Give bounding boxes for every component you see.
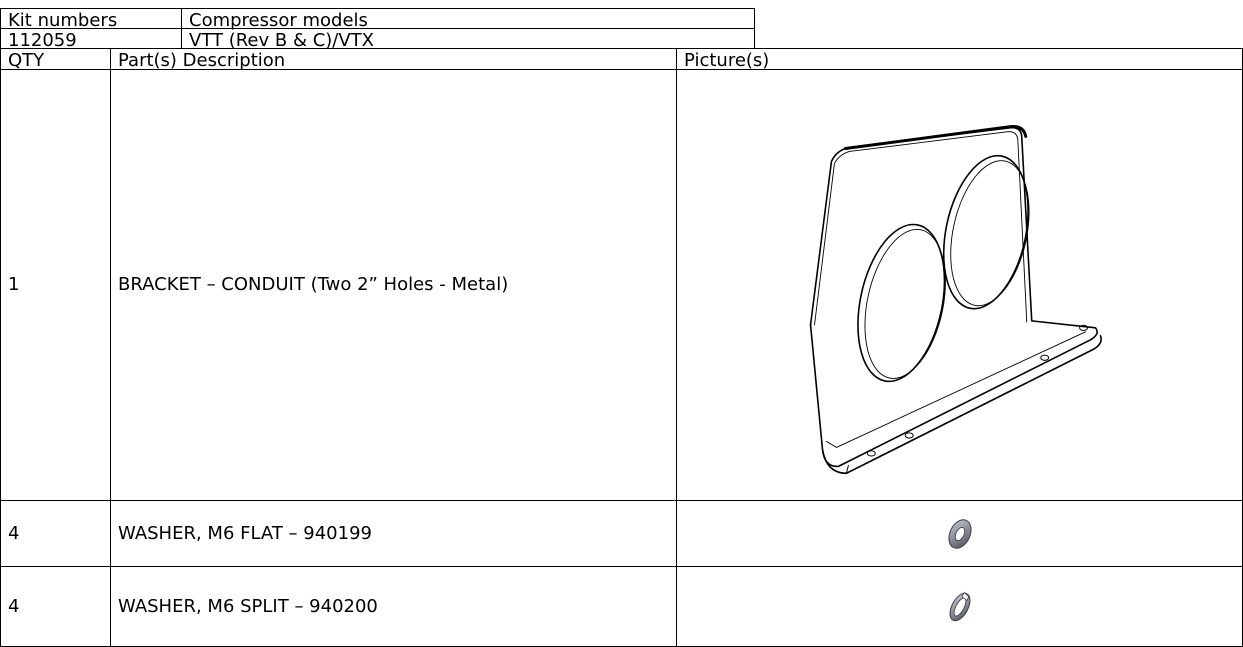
description-value: WASHER, M6 FLAT – 940199 (118, 522, 372, 544)
table-row-description: BRACKET – CONDUIT (Two 2” Holes - Metal) (110, 69, 677, 501)
conduit-bracket-drawing (809, 125, 1102, 475)
kit-numbers-header: Kit numbers (0, 8, 182, 31)
table-row-description: WASHER, M6 SPLIT – 940200 (110, 566, 677, 647)
compressor-model-value: VTT (Rev B & C)/VTX (181, 28, 755, 51)
table-row-description: WASHER, M6 FLAT – 940199 (110, 500, 677, 567)
qty-header-label: QTY (8, 50, 45, 71)
table-row-qty: 4 (0, 500, 111, 567)
compressor-model-text: VTT (Rev B & C)/VTX (189, 30, 375, 51)
table-row-picture (676, 69, 1243, 501)
description-header-label: Part(s) Description (118, 50, 286, 71)
description-value: BRACKET – CONDUIT (Two 2” Holes - Metal) (118, 274, 509, 295)
pictures-header-label: Picture(s) (684, 50, 770, 71)
table-row-qty: 1 (0, 69, 111, 501)
qty-header: QTY (0, 48, 111, 70)
compressor-models-header: Compressor models (181, 8, 755, 31)
pictures-header: Picture(s) (676, 48, 1243, 70)
kit-number-text: 112059 (8, 30, 77, 51)
qty-value: 4 (8, 595, 20, 617)
table-row-picture (676, 500, 1243, 567)
qty-value: 1 (8, 274, 20, 295)
description-header: Part(s) Description (110, 48, 677, 70)
table-row-qty: 4 (0, 566, 111, 647)
qty-value: 4 (8, 522, 20, 544)
flat-washer-icon (947, 518, 972, 549)
kit-number-value: 112059 (0, 28, 182, 51)
table-row-picture (676, 566, 1243, 647)
kit-numbers-header-label: Kit numbers (8, 10, 118, 31)
description-value: WASHER, M6 SPLIT – 940200 (118, 595, 378, 617)
compressor-models-header-label: Compressor models (189, 10, 368, 31)
split-washer-icon (949, 591, 970, 621)
